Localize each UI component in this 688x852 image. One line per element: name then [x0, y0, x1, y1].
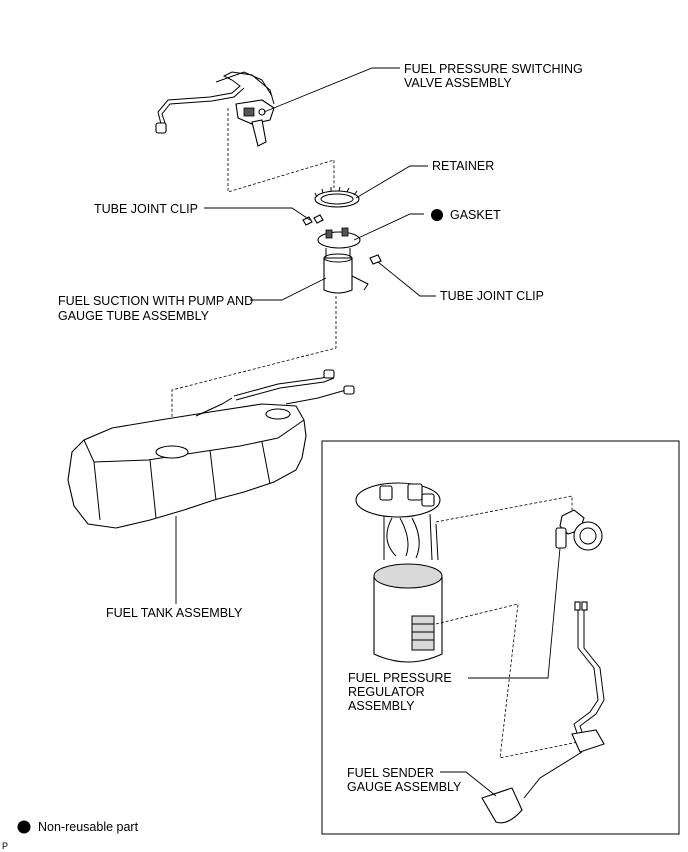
regulator-alignment-line — [435, 495, 573, 523]
sender-alignment-line — [435, 603, 579, 759]
suction-label-line2: GAUGE TUBE ASSEMBLY — [58, 309, 210, 323]
regulator-label-line1: FUEL PRESSURE — [348, 671, 452, 685]
fuel-tank-drawing — [67, 369, 355, 529]
regulator-label-line2: REGULATOR — [348, 685, 425, 699]
tank-label: FUEL TANK ASSEMBLY — [106, 606, 243, 620]
fuel-sender-gauge-drawing — [481, 601, 605, 824]
leader-suction — [250, 277, 327, 301]
valve-label-line2: VALVE ASSEMBLY — [404, 76, 512, 90]
fuel-pressure-regulator-drawing — [555, 509, 603, 551]
gasket-label: GASKET — [450, 208, 501, 222]
fuel-suction-pump-drawing — [317, 227, 369, 294]
leader-regulator — [468, 547, 561, 679]
fuel-pressure-switching-valve-drawing — [155, 71, 275, 147]
tube-joint-clip-left-drawing — [302, 214, 324, 226]
suction-label-line1: FUEL SUCTION WITH PUMP AND — [58, 294, 253, 308]
tube-joint-clip-right-label: TUBE JOINT CLIP — [440, 289, 544, 303]
pump-detail-drawing — [355, 482, 443, 663]
retainer-label: RETAINER — [432, 159, 494, 173]
legend-text: Non-reusable part — [38, 820, 139, 834]
sender-label-line1: FUEL SENDER — [347, 766, 434, 780]
corner-mark: P — [2, 841, 8, 851]
retainer-drawing — [314, 186, 360, 208]
sender-label-line2: GAUGE ASSEMBLY — [347, 780, 462, 794]
regulator-label-line3: ASSEMBLY — [348, 699, 415, 713]
detail-inset-frame — [321, 440, 680, 835]
tube-joint-clip-left-label: TUBE JOINT CLIP — [94, 202, 198, 216]
leader-gasket — [353, 213, 424, 241]
gasket-non-reusable-mark — [431, 209, 443, 221]
leader-valve — [263, 67, 400, 113]
valve-alignment-line — [227, 108, 335, 193]
leader-tube-clip-right — [377, 261, 436, 297]
valve-label-line1: FUEL PRESSURE SWITCHING — [404, 62, 583, 76]
leader-tube-clip-left — [204, 207, 311, 221]
leader-retainer — [355, 165, 428, 199]
leader-sender — [440, 771, 497, 797]
legend-non-reusable-symbol — [17, 820, 31, 834]
